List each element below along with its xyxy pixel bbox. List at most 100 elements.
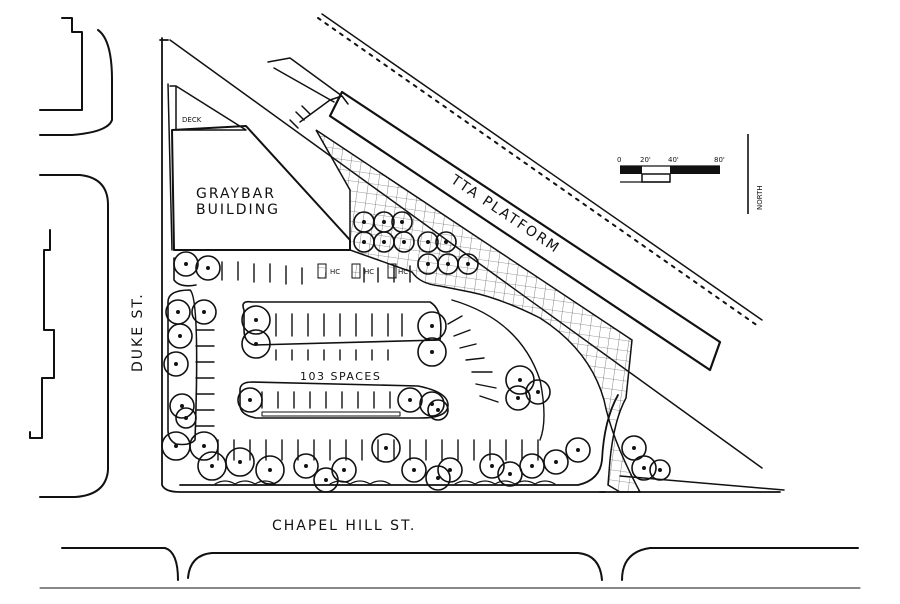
tree-canopy [417, 337, 447, 367]
tree-trunk-dot [254, 317, 259, 322]
tree-trunk-dot [323, 477, 328, 482]
tree-trunk-dot [407, 397, 412, 402]
building-label-line1: GRAYBAR [196, 186, 276, 202]
tree-canopy [241, 329, 271, 359]
duke-street-label: DUKE ST. [130, 292, 146, 372]
tree-trunk-dot [341, 467, 346, 472]
north-arrow: NORTH [747, 134, 764, 214]
tree-canopy [543, 449, 569, 475]
parking-count-label: 103 SPACES [300, 370, 381, 383]
tree-canopy [371, 433, 401, 463]
tree-trunk-dot [248, 397, 253, 402]
trees [161, 211, 671, 493]
tree-canopy [397, 387, 423, 413]
tree-canopy [649, 459, 671, 481]
tree-trunk-dot [553, 459, 558, 464]
tree-trunk-dot [465, 261, 470, 266]
tree-trunk-dot [184, 261, 189, 266]
deck-label: DECK [182, 116, 202, 124]
tree-trunk-dot [202, 309, 207, 314]
tree-trunk-dot [435, 407, 440, 412]
tree-canopy [437, 457, 463, 483]
hc-label-2: HC [364, 268, 374, 276]
tree-trunk-dot [515, 395, 520, 400]
tree-trunk-dot [489, 463, 494, 468]
tree-trunk-dot [445, 261, 450, 266]
tree-canopy [417, 311, 447, 341]
tree-trunk-dot [429, 349, 434, 354]
tta-platform [299, 90, 722, 372]
tree-canopy [479, 453, 505, 479]
tree-trunk-dot [381, 220, 386, 225]
plaza-hatch [315, 129, 642, 493]
tree-canopy [293, 453, 319, 479]
tree-trunk-dot [267, 467, 272, 472]
tree-trunk-dot [631, 445, 636, 450]
tree-canopy [525, 379, 551, 405]
tree-trunk-dot [184, 415, 189, 420]
tree-canopy [419, 391, 445, 417]
scale-tick-20: 20' [640, 156, 651, 164]
tree-canopy [169, 393, 195, 419]
shrubs [214, 480, 556, 485]
graybar-building [167, 83, 351, 251]
tree-trunk-dot [529, 463, 534, 468]
tree-canopy [401, 457, 427, 483]
tree-trunk-dot [641, 465, 646, 470]
tree-trunk-dot [210, 463, 215, 468]
tree-trunk-dot [238, 459, 243, 464]
tree-canopy [621, 435, 647, 461]
tree-canopy [435, 231, 457, 253]
tree-canopy [427, 399, 449, 421]
tree-trunk-dot [174, 443, 179, 448]
scale-bar: 0 20' 40' 80' [617, 156, 725, 183]
tree-trunk-dot [575, 447, 580, 452]
tree-trunk-dot [435, 475, 440, 480]
chapel-hill-street-label: CHAPEL HILL ST. [272, 518, 416, 534]
tree-trunk-dot [399, 220, 404, 225]
tree-canopy [417, 231, 439, 253]
tree-canopy [173, 251, 199, 277]
tree-trunk-dot [657, 467, 662, 472]
tree-trunk-dot [174, 361, 179, 366]
tree-trunk-dot [411, 467, 416, 472]
parking-stalls [195, 261, 545, 461]
tree-canopy [393, 231, 415, 253]
scale-tick-0: 0 [617, 156, 621, 164]
tree-trunk-dot [178, 333, 183, 338]
tree-trunk-dot [383, 445, 388, 450]
tree-trunk-dot [176, 309, 181, 314]
tree-trunk-dot [429, 323, 434, 328]
tree-trunk-dot [517, 377, 522, 382]
tree-trunk-dot [425, 261, 430, 266]
tree-canopy [225, 447, 255, 477]
tree-trunk-dot [443, 240, 448, 245]
tree-canopy [457, 253, 479, 275]
tree-canopy [175, 407, 197, 429]
tree-trunk-dot [202, 443, 207, 448]
hc-label-1: HC [330, 268, 340, 276]
north-label: NORTH [756, 185, 764, 210]
tree-trunk-dot [303, 463, 308, 468]
tree-trunk-dot [381, 240, 386, 245]
building-label-line2: BUILDING [196, 202, 280, 218]
tree-canopy [241, 305, 271, 335]
hc-stalls: HC HC HC [317, 263, 408, 279]
tree-canopy [191, 299, 217, 325]
tree-canopy [631, 455, 657, 481]
tree-trunk-dot [447, 467, 452, 472]
tree-trunk-dot [180, 403, 185, 408]
tree-canopy [505, 385, 531, 411]
tree-canopy [189, 431, 219, 461]
tree-canopy [237, 387, 263, 413]
tree-trunk-dot [206, 265, 211, 270]
tree-canopy [565, 437, 591, 463]
tree-trunk-dot [361, 240, 366, 245]
tree-trunk-dot [361, 220, 366, 225]
tree-canopy [167, 323, 193, 349]
tree-trunk-dot [507, 471, 512, 476]
tree-canopy [195, 255, 221, 281]
scale-tick-80: 80' [714, 156, 725, 164]
tree-trunk-dot [535, 389, 540, 394]
